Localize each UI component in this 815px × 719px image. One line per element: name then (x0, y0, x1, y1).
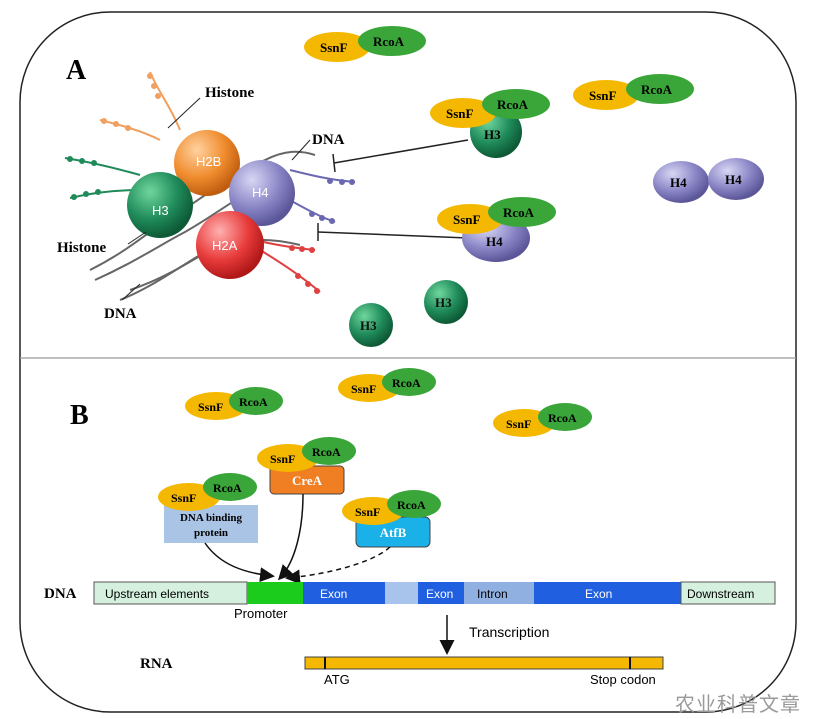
svg-text:protein: protein (194, 527, 228, 539)
free-h3-pair: H3 H3 (349, 280, 468, 347)
ssnf-rcoa-h3-bound: SsnF RcoA H3 (430, 89, 550, 158)
atfb-protein: AtfB SsnF RcoA (342, 490, 441, 548)
exon-segment-3 (534, 582, 681, 604)
histone-h3-sphere (127, 172, 193, 238)
ssnf-rcoa-complex-a1: SsnF RcoA (304, 26, 426, 62)
svg-text:SsnF: SsnF (506, 417, 531, 431)
panel-a-label: A (66, 55, 87, 86)
svg-text:Exon: Exon (320, 587, 347, 601)
ssnf-rcoa-complex-b1: SsnF RcoA (185, 387, 283, 420)
svg-text:SsnF: SsnF (351, 382, 376, 396)
panel-b-label: B (70, 400, 89, 431)
regulation-arrows (204, 493, 391, 585)
stop-codon-label: Stop codon (590, 672, 656, 687)
svg-text:H4: H4 (725, 172, 742, 187)
promoter-segment (247, 582, 303, 604)
svg-text:RcoA: RcoA (641, 82, 673, 97)
h2b-label: H2B (196, 154, 221, 169)
ssnf-rcoa-complex-a2: SsnF RcoA (573, 74, 694, 110)
svg-text:Exon: Exon (426, 587, 453, 601)
free-h4-dimer: H4 H4 (653, 158, 764, 203)
svg-text:SsnF: SsnF (589, 88, 617, 103)
svg-text:SsnF: SsnF (453, 212, 481, 227)
dna-label: DNA (44, 586, 77, 602)
svg-text:RcoA: RcoA (397, 498, 426, 512)
watermark: 农业科普文章 (675, 692, 801, 716)
svg-text:RcoA: RcoA (392, 376, 421, 390)
svg-text:RcoA: RcoA (373, 34, 405, 49)
histone-h2b-sphere (174, 130, 240, 196)
histone-label-left: Histone (57, 240, 107, 256)
downstream-segment (680, 581, 776, 605)
svg-text:Downstream: Downstream (687, 587, 754, 601)
svg-text:H3: H3 (435, 295, 452, 310)
svg-text:RcoA: RcoA (548, 411, 577, 425)
figure-frame (19, 11, 797, 713)
exon-segment-1 (303, 582, 385, 604)
svg-text:SsnF: SsnF (355, 505, 380, 519)
svg-text:SsnF: SsnF (171, 491, 196, 505)
histone-h2a-sphere (196, 211, 264, 279)
histone-top-leader (167, 97, 201, 129)
intron-segment (464, 582, 534, 604)
ssnf-rcoa-h4-bound: SsnF RcoA H4 (437, 197, 556, 262)
dna-binding-protein: DNA binding protein SsnF RcoA (158, 473, 258, 543)
dna-left-leader (121, 283, 141, 301)
svg-text:SsnF: SsnF (198, 400, 223, 414)
inhibition-arrows (317, 139, 469, 241)
dna-label-right: DNA (312, 132, 345, 148)
svg-text:H4: H4 (486, 234, 503, 249)
dna-right-leader (291, 139, 311, 161)
svg-text:SsnF: SsnF (446, 106, 474, 121)
svg-text:H4: H4 (670, 175, 687, 190)
svg-text:Exon: Exon (585, 587, 612, 601)
svg-text:RcoA: RcoA (239, 395, 268, 409)
svg-text:H3: H3 (360, 318, 377, 333)
exon-segment-2 (418, 582, 464, 604)
histone-left-leader (127, 231, 147, 245)
dna-label-left: DNA (104, 306, 137, 322)
svg-text:AtfB: AtfB (380, 525, 407, 540)
svg-text:RcoA: RcoA (497, 97, 529, 112)
atg-label: ATG (324, 672, 350, 687)
histone-label-top: Histone (205, 85, 255, 101)
transcription-label: Transcription (469, 624, 549, 640)
svg-text:SsnF: SsnF (270, 452, 295, 466)
histone-h4-sphere (229, 160, 295, 226)
svg-text:Upstream elements: Upstream elements (105, 587, 209, 601)
svg-text:SsnF: SsnF (320, 40, 348, 55)
rna-label: RNA (140, 656, 173, 672)
h2a-label: H2A (212, 238, 238, 253)
intron-gap-segment (385, 582, 418, 604)
ssnf-rcoa-complex-b3: SsnF RcoA (493, 403, 592, 437)
svg-text:CreA: CreA (292, 473, 323, 488)
svg-text:RcoA: RcoA (213, 481, 242, 495)
gene-structure: Upstream elements Exon Exon Intron Exon … (93, 581, 776, 605)
ssnf-rcoa-complex-b2: SsnF RcoA (338, 368, 436, 402)
crea-protein: CreA SsnF RcoA (257, 437, 356, 495)
svg-text:RcoA: RcoA (312, 445, 341, 459)
svg-text:RcoA: RcoA (503, 205, 535, 220)
rna-bar (304, 656, 664, 670)
promoter-label: Promoter (234, 606, 288, 621)
svg-text:DNA binding: DNA binding (180, 512, 243, 524)
svg-text:H3: H3 (484, 127, 501, 142)
svg-text:Intron: Intron (477, 587, 508, 601)
tail-beads (67, 73, 355, 294)
h4-label: H4 (252, 185, 269, 200)
h3-label: H3 (152, 203, 169, 218)
